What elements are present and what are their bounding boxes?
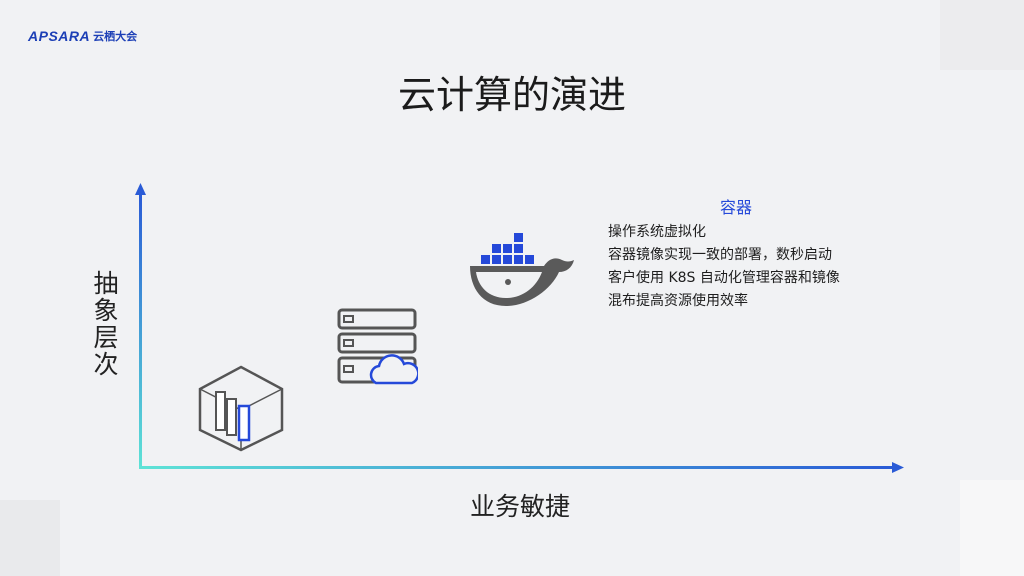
server-box-icon [198,365,284,452]
page-title: 云计算的演进 [397,73,626,117]
info-line: 容器镜像实现一致的部署，数秒启动 [608,247,832,263]
info-line: 客户使用 K8S 自动化管理容器和镜像 [608,270,840,286]
background-tile [0,500,60,576]
x-axis-line [139,466,893,469]
y-axis-arrow [135,183,146,195]
logo-subtitle: 云栖大会 [93,30,138,43]
info-line: 混布提高资源使用效率 [608,293,748,309]
background-tile [940,0,1024,70]
server-cloud-icon [337,308,418,385]
container-heading: 容器 [720,198,753,217]
container-info: 容器 操作系统虚拟化 容器镜像实现一致的部署，数秒启动 客户使用 K8S 自动化… [608,195,840,313]
info-line: 操作系统虚拟化 [608,224,706,240]
apsara-logo: APSARA 云栖大会 [28,28,137,44]
x-axis-label: 业务敏捷 [469,492,570,521]
logo-wordmark: APSARA [28,28,91,44]
y-axis-label: 抽象层次 [93,269,119,379]
y-axis-line [139,193,142,469]
background-tile [960,480,1024,576]
docker-whale-icon [470,233,574,306]
x-axis-arrow [892,462,904,473]
